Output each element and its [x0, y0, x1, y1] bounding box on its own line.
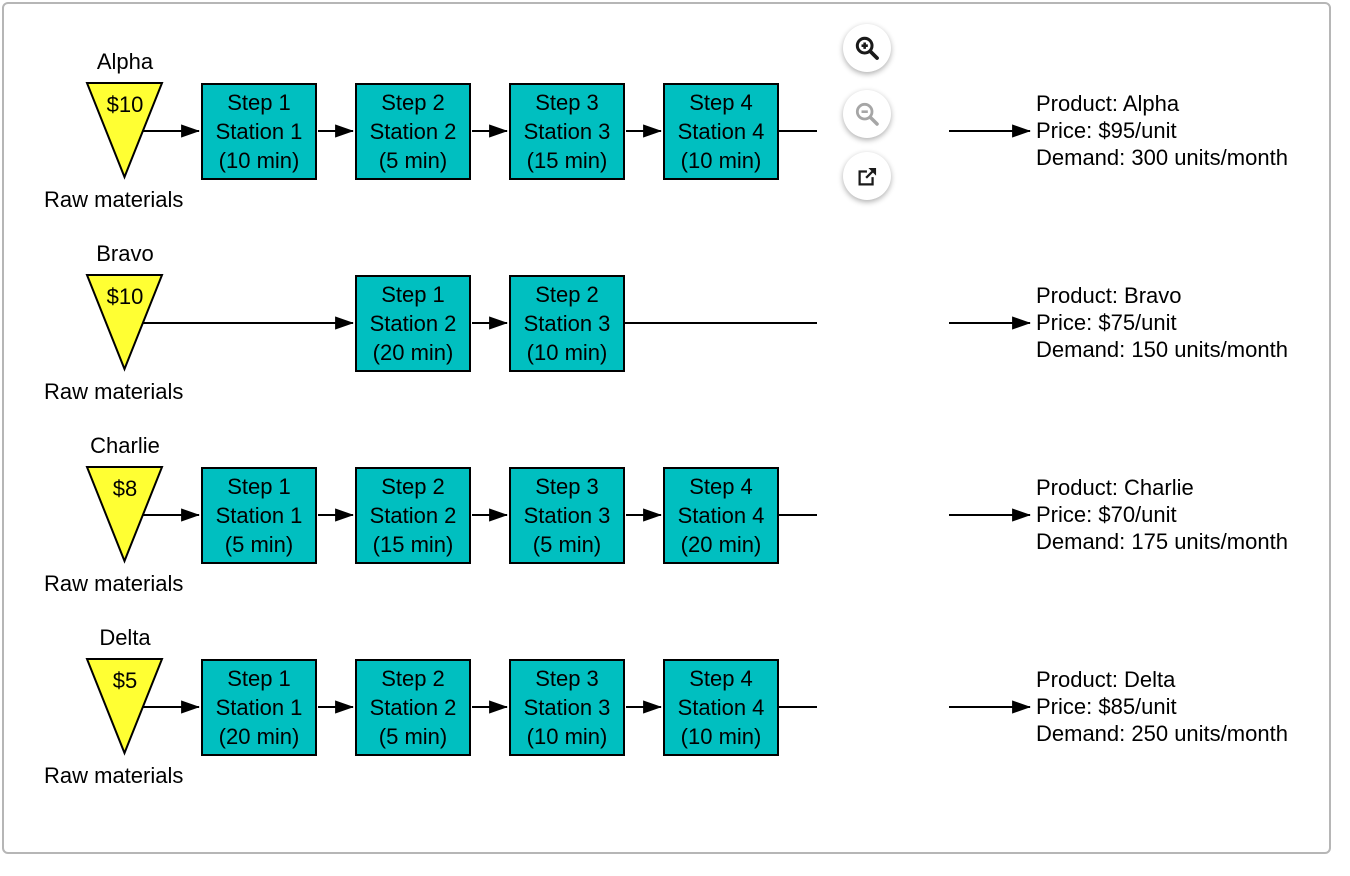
- station-box: Step 2 Station 2 (15 min): [355, 467, 471, 564]
- station-box-step: Step 4: [689, 90, 753, 115]
- product-info-name: Product: Bravo: [1036, 283, 1182, 308]
- station-box: Step 3 Station 3 (5 min): [509, 467, 625, 564]
- raw-materials-label: Raw materials: [44, 763, 184, 788]
- station-box: Step 1 Station 1 (5 min): [201, 467, 317, 564]
- station-box-step: Step 1: [227, 474, 291, 499]
- station-box-step: Step 1: [227, 90, 291, 115]
- station-box-station: Station 2: [369, 311, 457, 336]
- station-box-step: Step 4: [689, 666, 753, 691]
- raw-materials-label: Raw materials: [44, 379, 184, 404]
- product-name-label: Delta: [99, 625, 151, 650]
- flow-connectors-layer: [85, 82, 1031, 756]
- station-box-station: Station 4: [677, 503, 765, 528]
- station-box-duration: (5 min): [532, 532, 602, 557]
- station-box-duration: (5 min): [378, 724, 448, 749]
- product-info-name: Product: Charlie: [1036, 475, 1194, 500]
- station-box-station: Station 3: [523, 503, 611, 528]
- station-box: Step 2 Station 3 (10 min): [509, 275, 625, 372]
- station-box: Step 2 Station 2 (5 min): [355, 83, 471, 180]
- station-box: Step 4 Station 4 (10 min): [663, 659, 779, 756]
- station-box-station: Station 2: [369, 119, 457, 144]
- product-name-label: Charlie: [90, 433, 160, 458]
- product-info-name: Product: Delta: [1036, 667, 1176, 692]
- station-box-duration: (20 min): [680, 532, 762, 557]
- station-box: Step 1 Station 1 (20 min): [201, 659, 317, 756]
- raw-materials-label: Raw materials: [44, 571, 184, 596]
- station-box: Step 3 Station 3 (10 min): [509, 659, 625, 756]
- station-box: Step 4 Station 4 (10 min): [663, 83, 779, 180]
- station-box-duration: (10 min): [680, 724, 762, 749]
- station-box: Step 4 Station 4 (20 min): [663, 467, 779, 564]
- station-box-step: Step 2: [381, 666, 445, 691]
- external-link-icon: [858, 167, 876, 185]
- station-box-step: Step 3: [535, 474, 599, 499]
- station-box: Step 1 Station 2 (20 min): [355, 275, 471, 372]
- station-box-station: Station 1: [215, 503, 303, 528]
- material-cost-label: $8: [112, 476, 138, 501]
- station-box-step: Step 2: [381, 90, 445, 115]
- product-name-label: Bravo: [96, 241, 154, 266]
- station-box: Step 1 Station 1 (10 min): [201, 83, 317, 180]
- station-box-duration: (15 min): [372, 532, 454, 557]
- product-info-demand: Demand: 175 units/month: [1036, 529, 1288, 554]
- station-box-station: Station 1: [215, 119, 303, 144]
- product-info-demand: Demand: 300 units/month: [1036, 145, 1288, 170]
- station-box-station: Station 3: [523, 695, 611, 720]
- product-info-demand: Demand: 250 units/month: [1036, 721, 1288, 746]
- station-box-duration: (10 min): [218, 148, 300, 173]
- material-cost-label: $10: [106, 92, 144, 117]
- material-cost-label: $10: [106, 284, 144, 309]
- magnifier-minus-icon: [855, 102, 879, 126]
- station-box-duration: (10 min): [526, 340, 608, 365]
- zoom-out-button[interactable]: [843, 90, 891, 138]
- station-box-station: Station 3: [523, 311, 611, 336]
- product-info-price: Price: $85/unit: [1036, 694, 1177, 719]
- product-info-demand: Demand: 150 units/month: [1036, 337, 1288, 362]
- station-box-duration: (15 min): [526, 148, 608, 173]
- material-cost-label: $5: [112, 668, 138, 693]
- station-box-duration: (20 min): [218, 724, 300, 749]
- station-box-station: Station 4: [677, 695, 765, 720]
- station-box-duration: (10 min): [526, 724, 608, 749]
- station-box-step: Step 1: [381, 282, 445, 307]
- product-info-price: Price: $95/unit: [1036, 118, 1177, 143]
- product-name-label: Alpha: [96, 49, 154, 74]
- station-box-step: Step 2: [381, 474, 445, 499]
- station-box-step: Step 3: [535, 90, 599, 115]
- station-box-duration: (5 min): [224, 532, 294, 557]
- magnifier-plus-icon: [855, 36, 879, 60]
- station-box-step: Step 1: [227, 666, 291, 691]
- station-box-duration: (20 min): [372, 340, 454, 365]
- product-info-name: Product: Alpha: [1036, 91, 1180, 116]
- station-box: Step 3 Station 3 (15 min): [509, 83, 625, 180]
- station-box-duration: (5 min): [378, 148, 448, 173]
- station-box: Step 2 Station 2 (5 min): [355, 659, 471, 756]
- station-box-station: Station 2: [369, 695, 457, 720]
- station-box-step: Step 2: [535, 282, 599, 307]
- station-box-step: Step 3: [535, 666, 599, 691]
- product-info-price: Price: $75/unit: [1036, 310, 1177, 335]
- station-box-station: Station 2: [369, 503, 457, 528]
- station-box-station: Station 3: [523, 119, 611, 144]
- station-box-station: Station 4: [677, 119, 765, 144]
- station-box-station: Station 1: [215, 695, 303, 720]
- open-external-button[interactable]: [843, 152, 891, 200]
- zoom-in-button[interactable]: [843, 24, 891, 72]
- station-box-duration: (10 min): [680, 148, 762, 173]
- product-info-price: Price: $70/unit: [1036, 502, 1177, 527]
- station-box-step: Step 4: [689, 474, 753, 499]
- raw-materials-label: Raw materials: [44, 187, 184, 212]
